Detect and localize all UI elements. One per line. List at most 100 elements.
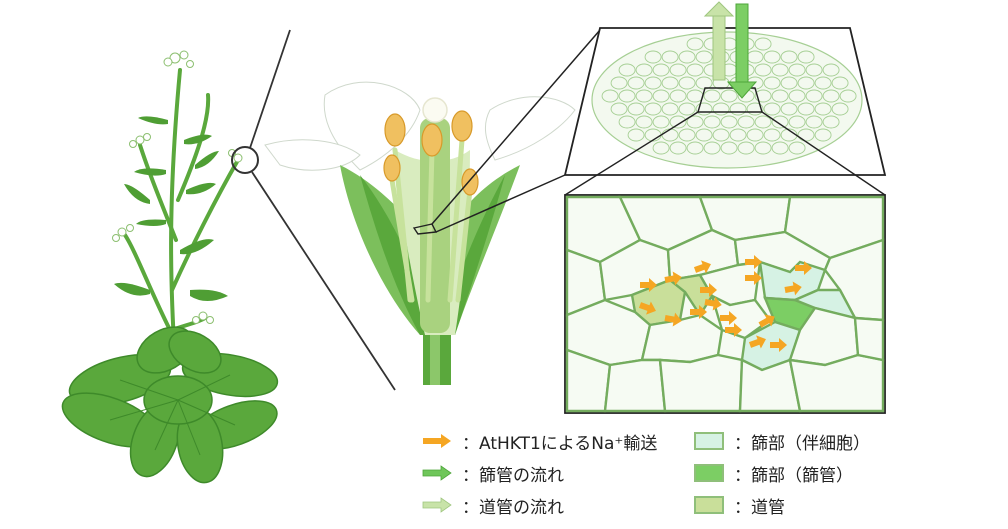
cell <box>695 102 713 116</box>
cell <box>831 76 849 90</box>
cell <box>729 128 747 142</box>
cell <box>754 89 772 103</box>
na-transport-arrow-icon <box>758 314 775 328</box>
cell <box>661 102 679 116</box>
cell <box>644 50 662 64</box>
cell <box>805 63 823 77</box>
cell <box>678 102 696 116</box>
cell <box>712 102 730 116</box>
cell <box>797 50 815 64</box>
cell <box>627 128 645 142</box>
xylem-vessel-swatch-icon <box>694 496 724 514</box>
legend-label: ：AtHKT1によるNa⁺輸送 <box>462 433 658 454</box>
cell <box>822 89 840 103</box>
cell <box>831 102 849 116</box>
zoom-lines-cross-section <box>431 29 601 233</box>
cell <box>695 50 713 64</box>
cell <box>754 63 772 77</box>
phloem-flow-arrow <box>726 3 758 99</box>
flower-illustration <box>264 81 576 385</box>
cell <box>754 37 772 51</box>
na-transport-arrow-icon <box>664 271 682 286</box>
cell <box>754 115 772 129</box>
cell <box>788 141 806 155</box>
cell <box>814 76 832 90</box>
cell <box>601 89 619 103</box>
cell <box>669 89 687 103</box>
cell <box>763 102 781 116</box>
legend-item-xylem-flow: ：道管の流れ <box>418 492 564 518</box>
cell <box>797 76 815 90</box>
legend-label: ：篩部（伴細胞） <box>734 433 870 454</box>
cell <box>669 63 687 77</box>
na-transport-arrow-icon <box>720 311 737 325</box>
legend-label: ：道管 <box>734 497 785 518</box>
cell <box>720 89 738 103</box>
cell <box>780 102 798 116</box>
cell <box>805 89 823 103</box>
cell <box>763 50 781 64</box>
tissue-cross-section <box>563 1 887 176</box>
cell <box>618 89 636 103</box>
cell <box>720 141 738 155</box>
zoom-lines-flower <box>249 29 396 391</box>
na-transport-arrow-icon <box>745 255 762 269</box>
na-transport-arrow-icon <box>725 323 742 337</box>
legend-label: ：道管の流れ <box>462 497 564 518</box>
na-transport-arrow-icon <box>690 305 707 319</box>
legend-item-xylem-vessel: ：道管 <box>690 492 785 518</box>
cell <box>610 102 628 116</box>
cell <box>746 128 764 142</box>
cell <box>618 115 636 129</box>
cell <box>746 102 764 116</box>
cell <box>771 115 789 129</box>
magnify-circle <box>231 146 259 174</box>
na-transport-arrow-icon <box>700 283 717 297</box>
cell <box>788 63 806 77</box>
cell <box>686 63 704 77</box>
cell <box>763 128 781 142</box>
cell <box>780 76 798 90</box>
zoom-lines-detail <box>564 111 886 196</box>
cell <box>661 50 679 64</box>
plant-cell <box>658 353 744 413</box>
cell-detail-panel <box>564 194 886 414</box>
cell <box>780 50 798 64</box>
cell <box>644 102 662 116</box>
cell <box>822 63 840 77</box>
cell <box>652 63 670 77</box>
plant-cell <box>788 353 885 413</box>
na-transport-arrow-icon <box>664 312 682 327</box>
na-transport-arrow-icon <box>748 335 766 349</box>
na-transport-arrow-icon <box>795 261 812 275</box>
cell <box>618 63 636 77</box>
cell <box>703 89 721 103</box>
cell <box>703 141 721 155</box>
cell <box>686 37 704 51</box>
cell <box>788 89 806 103</box>
na-transport-arrow-icon <box>638 301 656 315</box>
cell <box>669 115 687 129</box>
cell <box>652 89 670 103</box>
cell <box>635 89 653 103</box>
legend-item-na-transport: ：AtHKT1によるNa⁺輸送 <box>418 428 657 454</box>
plant-cell <box>603 358 667 413</box>
na-transport-arrow-icon <box>693 260 711 274</box>
cell <box>805 115 823 129</box>
cell <box>771 141 789 155</box>
na-transport-arrow-icon <box>784 281 802 296</box>
plant-cell <box>853 316 885 362</box>
cell <box>720 115 738 129</box>
cell <box>644 76 662 90</box>
cell <box>763 76 781 90</box>
legend-label: ：篩部（篩管） <box>734 465 853 486</box>
cell <box>678 50 696 64</box>
cell <box>754 141 772 155</box>
cell <box>686 141 704 155</box>
cell <box>788 115 806 129</box>
cell <box>627 76 645 90</box>
cell <box>678 128 696 142</box>
legend-item-sieve-tube: ：篩部（篩管） <box>690 460 853 486</box>
arabidopsis-plant-illustration <box>61 50 279 484</box>
